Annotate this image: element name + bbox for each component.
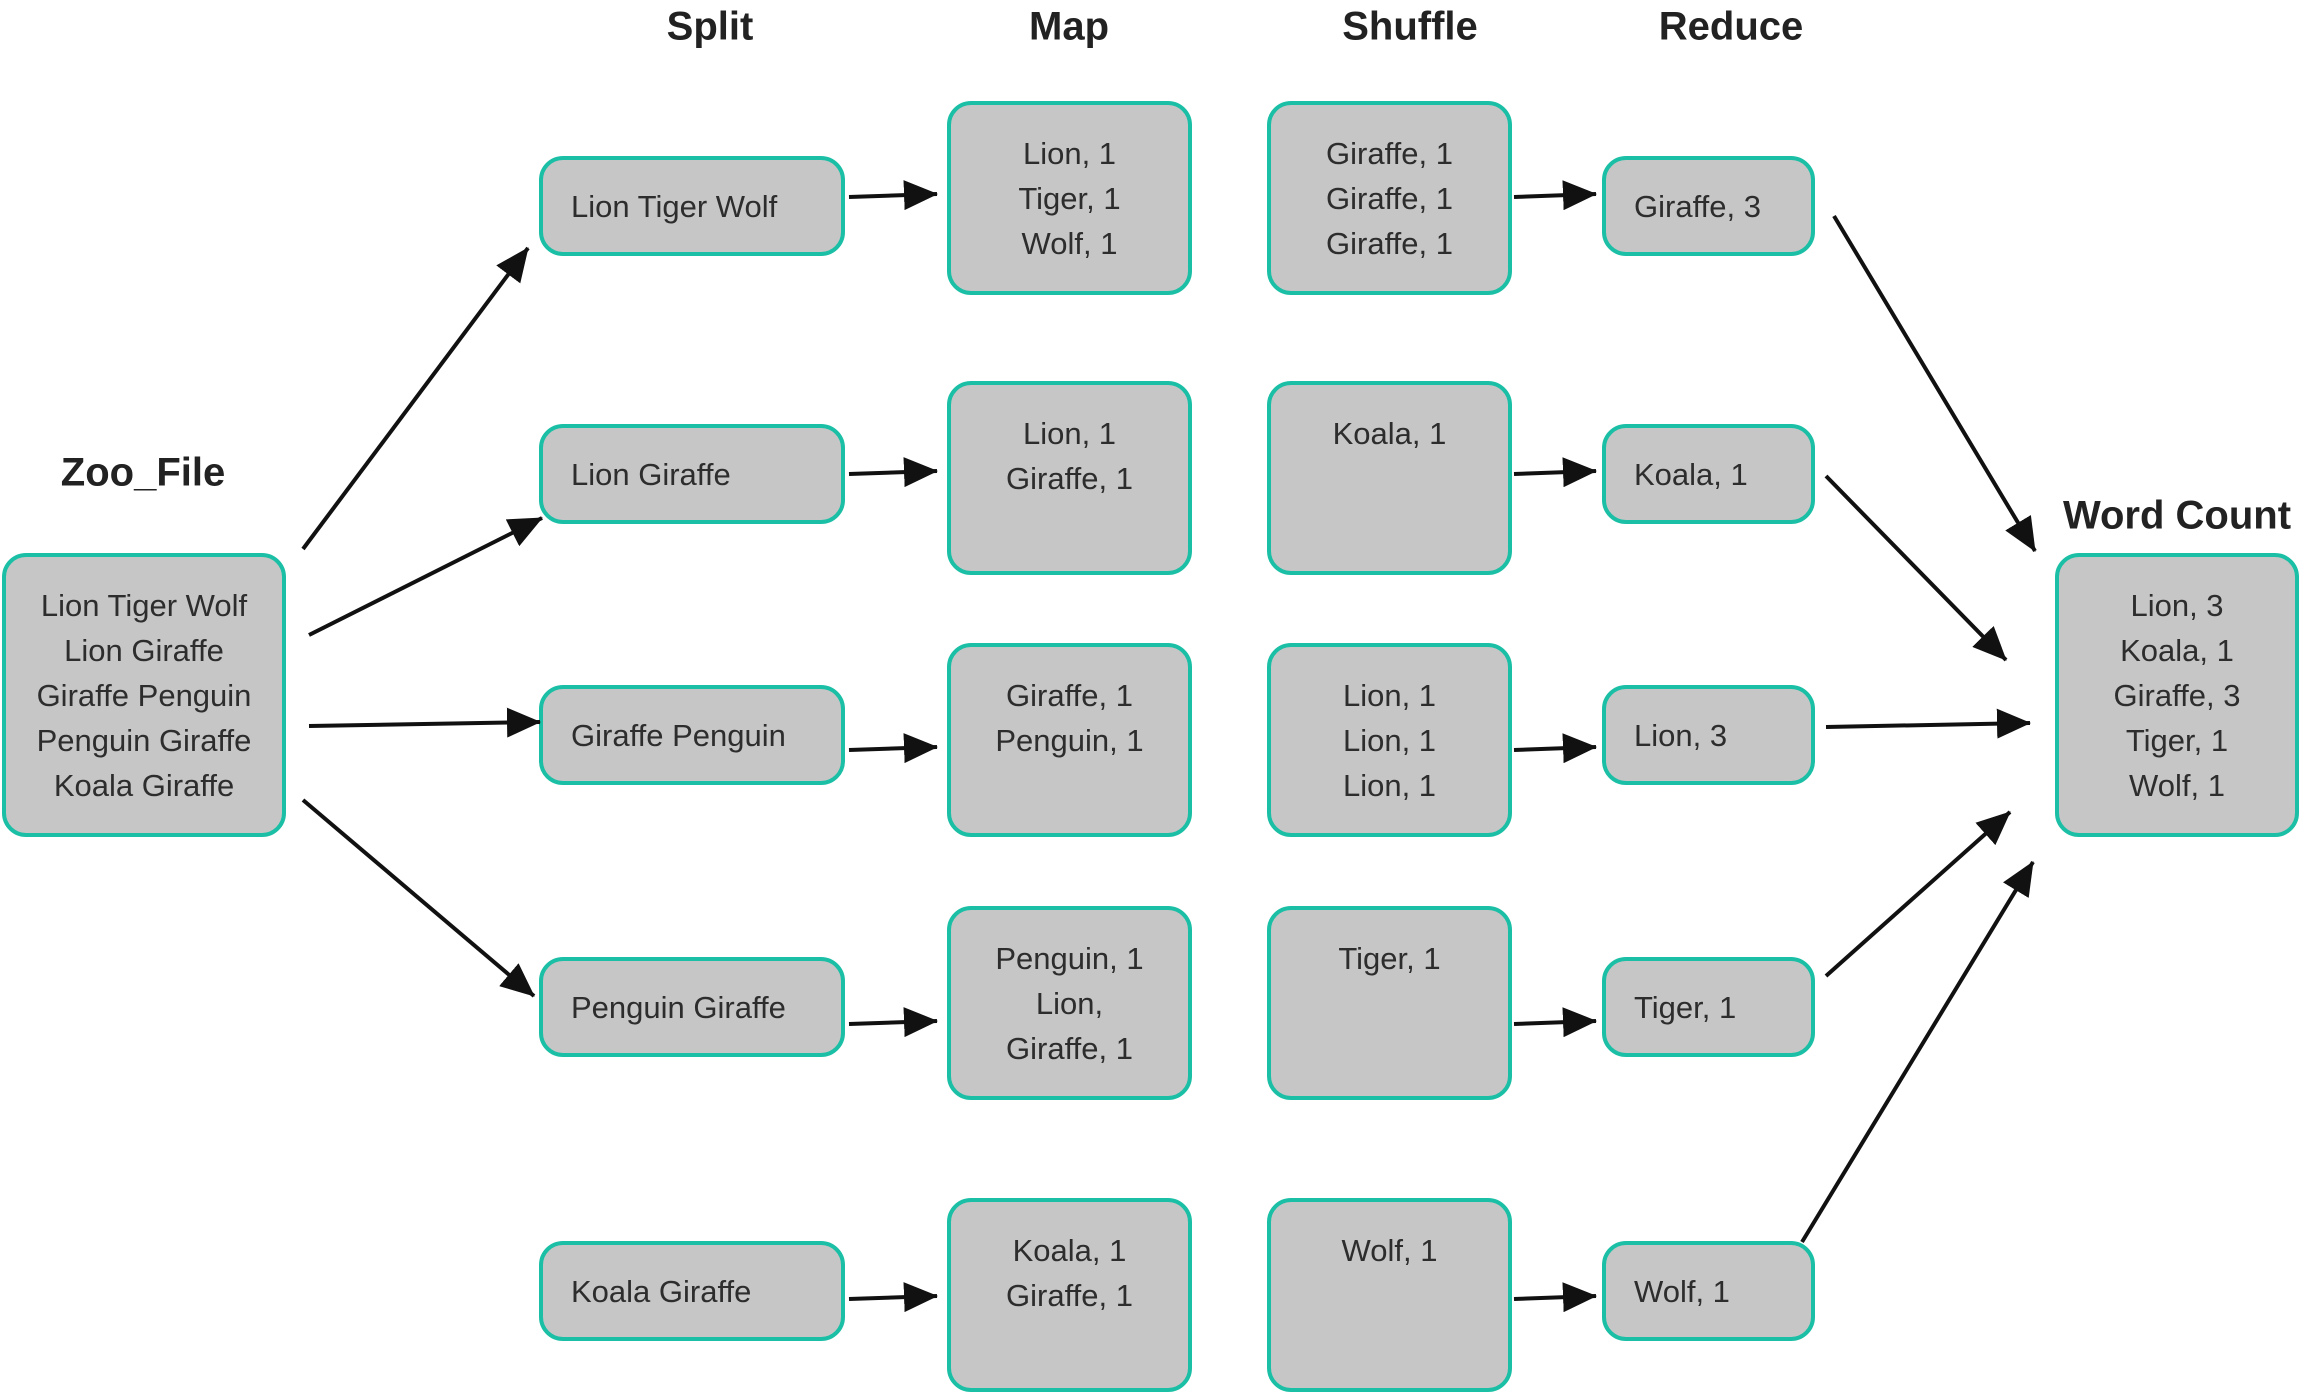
- input-line: Koala Giraffe: [53, 767, 235, 803]
- input-line: Lion Tiger Wolf: [40, 587, 248, 623]
- reduce-line: Koala, 1: [1634, 456, 1748, 492]
- map-line: Koala, 1: [1012, 1233, 1127, 1268]
- arrow-shuffle-to-reduce: [1513, 457, 1597, 488]
- arrow-split-to-map: [848, 1007, 938, 1038]
- arrow-shuffle-to-reduce: [1513, 1282, 1597, 1313]
- shuffle-line: Giraffe, 1: [1326, 226, 1453, 261]
- map-box: Penguin, 1 Lion, Giraffe, 1: [947, 906, 1192, 1100]
- shuffle-box: Koala, 1: [1267, 381, 1512, 575]
- split-line: Penguin Giraffe: [571, 989, 786, 1025]
- arrow-split-to-map: [848, 180, 938, 211]
- map-line: Penguin, 1: [995, 941, 1144, 976]
- shuffle-box: Wolf, 1: [1267, 1198, 1512, 1392]
- split-box: Lion Tiger Wolf: [539, 156, 845, 256]
- arrow-reduce-to-output: [1832, 214, 2037, 553]
- map-line: Wolf, 1: [1021, 226, 1118, 261]
- arrow-reduce-to-output: [1800, 860, 2035, 1244]
- word-count-line: Lion, 3: [2130, 587, 2224, 623]
- input-line: Giraffe Penguin: [36, 677, 252, 713]
- map-box: Koala, 1 Giraffe, 1: [947, 1198, 1192, 1392]
- map-line: Giraffe, 1: [1006, 1031, 1133, 1066]
- shuffle-line: Wolf, 1: [1341, 1233, 1438, 1268]
- header-word-count: Word Count: [2062, 493, 2292, 538]
- arrow-reduce-to-output: [1824, 810, 2012, 978]
- arrow-split-to-map: [848, 1282, 938, 1313]
- header-split: Split: [666, 4, 754, 49]
- reduce-box: Koala, 1: [1602, 424, 1815, 524]
- arrow-input-to-split: [308, 516, 543, 637]
- arrow-shuffle-to-reduce: [1513, 180, 1597, 211]
- arrow-input-to-split: [301, 246, 530, 551]
- input-line: Penguin Giraffe: [36, 722, 252, 758]
- arrow-input-to-split: [308, 707, 541, 738]
- split-line: Giraffe Penguin: [571, 717, 786, 753]
- word-count-box: Lion, 3 Koala, 1 Giraffe, 3 Tiger, 1 Wol…: [2055, 553, 2299, 837]
- map-line: Lion, 1: [1022, 136, 1117, 171]
- shuffle-line: Giraffe, 1: [1326, 181, 1453, 216]
- split-box: Penguin Giraffe: [539, 957, 845, 1057]
- split-box: Koala Giraffe: [539, 1241, 845, 1341]
- reduce-line: Giraffe, 3: [1634, 188, 1761, 224]
- word-count-line: Koala, 1: [2120, 632, 2234, 668]
- header-input-file: Zoo_File: [60, 450, 226, 495]
- map-box: Giraffe, 1 Penguin, 1: [947, 643, 1192, 837]
- header-map: Map: [1029, 4, 1109, 49]
- map-line: Giraffe, 1: [1006, 461, 1133, 496]
- reduce-box: Lion, 3: [1602, 685, 1815, 785]
- reduce-line: Tiger, 1: [1634, 989, 1737, 1025]
- map-line: Lion,: [1035, 986, 1104, 1021]
- reduce-box: Tiger, 1: [1602, 957, 1815, 1057]
- reduce-line: Lion, 3: [1634, 717, 1728, 753]
- split-line: Lion Giraffe: [571, 456, 731, 492]
- split-box: Lion Giraffe: [539, 424, 845, 524]
- split-line: Koala Giraffe: [571, 1273, 752, 1309]
- arrow-shuffle-to-reduce: [1513, 733, 1597, 764]
- map-line: Penguin, 1: [995, 723, 1144, 758]
- header-shuffle: Shuffle: [1342, 4, 1478, 49]
- shuffle-box: Lion, 1 Lion, 1 Lion, 1: [1267, 643, 1512, 837]
- word-count-line: Tiger, 1: [2125, 722, 2229, 758]
- shuffle-box: Tiger, 1: [1267, 906, 1512, 1100]
- map-line: Giraffe, 1: [1006, 1278, 1133, 1313]
- shuffle-line: Lion, 1: [1342, 723, 1437, 758]
- input-file-box: Lion Tiger Wolf Lion Giraffe Giraffe Pen…: [2, 553, 286, 837]
- map-line: Tiger, 1: [1018, 181, 1121, 216]
- shuffle-line: Koala, 1: [1332, 416, 1447, 451]
- arrow-split-to-map: [848, 457, 938, 488]
- header-reduce: Reduce: [1658, 4, 1804, 49]
- reduce-box: Wolf, 1: [1602, 1241, 1815, 1341]
- arrow-reduce-to-output: [1825, 708, 2031, 739]
- reduce-box: Giraffe, 3: [1602, 156, 1815, 256]
- shuffle-line: Lion, 1: [1342, 768, 1437, 803]
- arrow-input-to-split: [301, 798, 536, 998]
- shuffle-line: Tiger, 1: [1338, 941, 1441, 976]
- shuffle-line: Giraffe, 1: [1326, 136, 1453, 171]
- reduce-line: Wolf, 1: [1634, 1273, 1730, 1309]
- word-count-line: Giraffe, 3: [2113, 677, 2241, 713]
- word-count-line: Wolf, 1: [2129, 767, 2225, 803]
- map-box: Lion, 1 Tiger, 1 Wolf, 1: [947, 101, 1192, 295]
- arrow-reduce-to-output: [1824, 474, 2008, 662]
- map-line: Giraffe, 1: [1006, 678, 1133, 713]
- map-box: Lion, 1 Giraffe, 1: [947, 381, 1192, 575]
- shuffle-box: Giraffe, 1 Giraffe, 1 Giraffe, 1: [1267, 101, 1512, 295]
- arrow-split-to-map: [848, 733, 938, 764]
- split-line: Lion Tiger Wolf: [571, 188, 778, 224]
- split-box: Giraffe Penguin: [539, 685, 845, 785]
- shuffle-line: Lion, 1: [1342, 678, 1437, 713]
- arrow-shuffle-to-reduce: [1513, 1007, 1597, 1038]
- map-line: Lion, 1: [1022, 416, 1117, 451]
- input-line: Lion Giraffe: [64, 632, 224, 668]
